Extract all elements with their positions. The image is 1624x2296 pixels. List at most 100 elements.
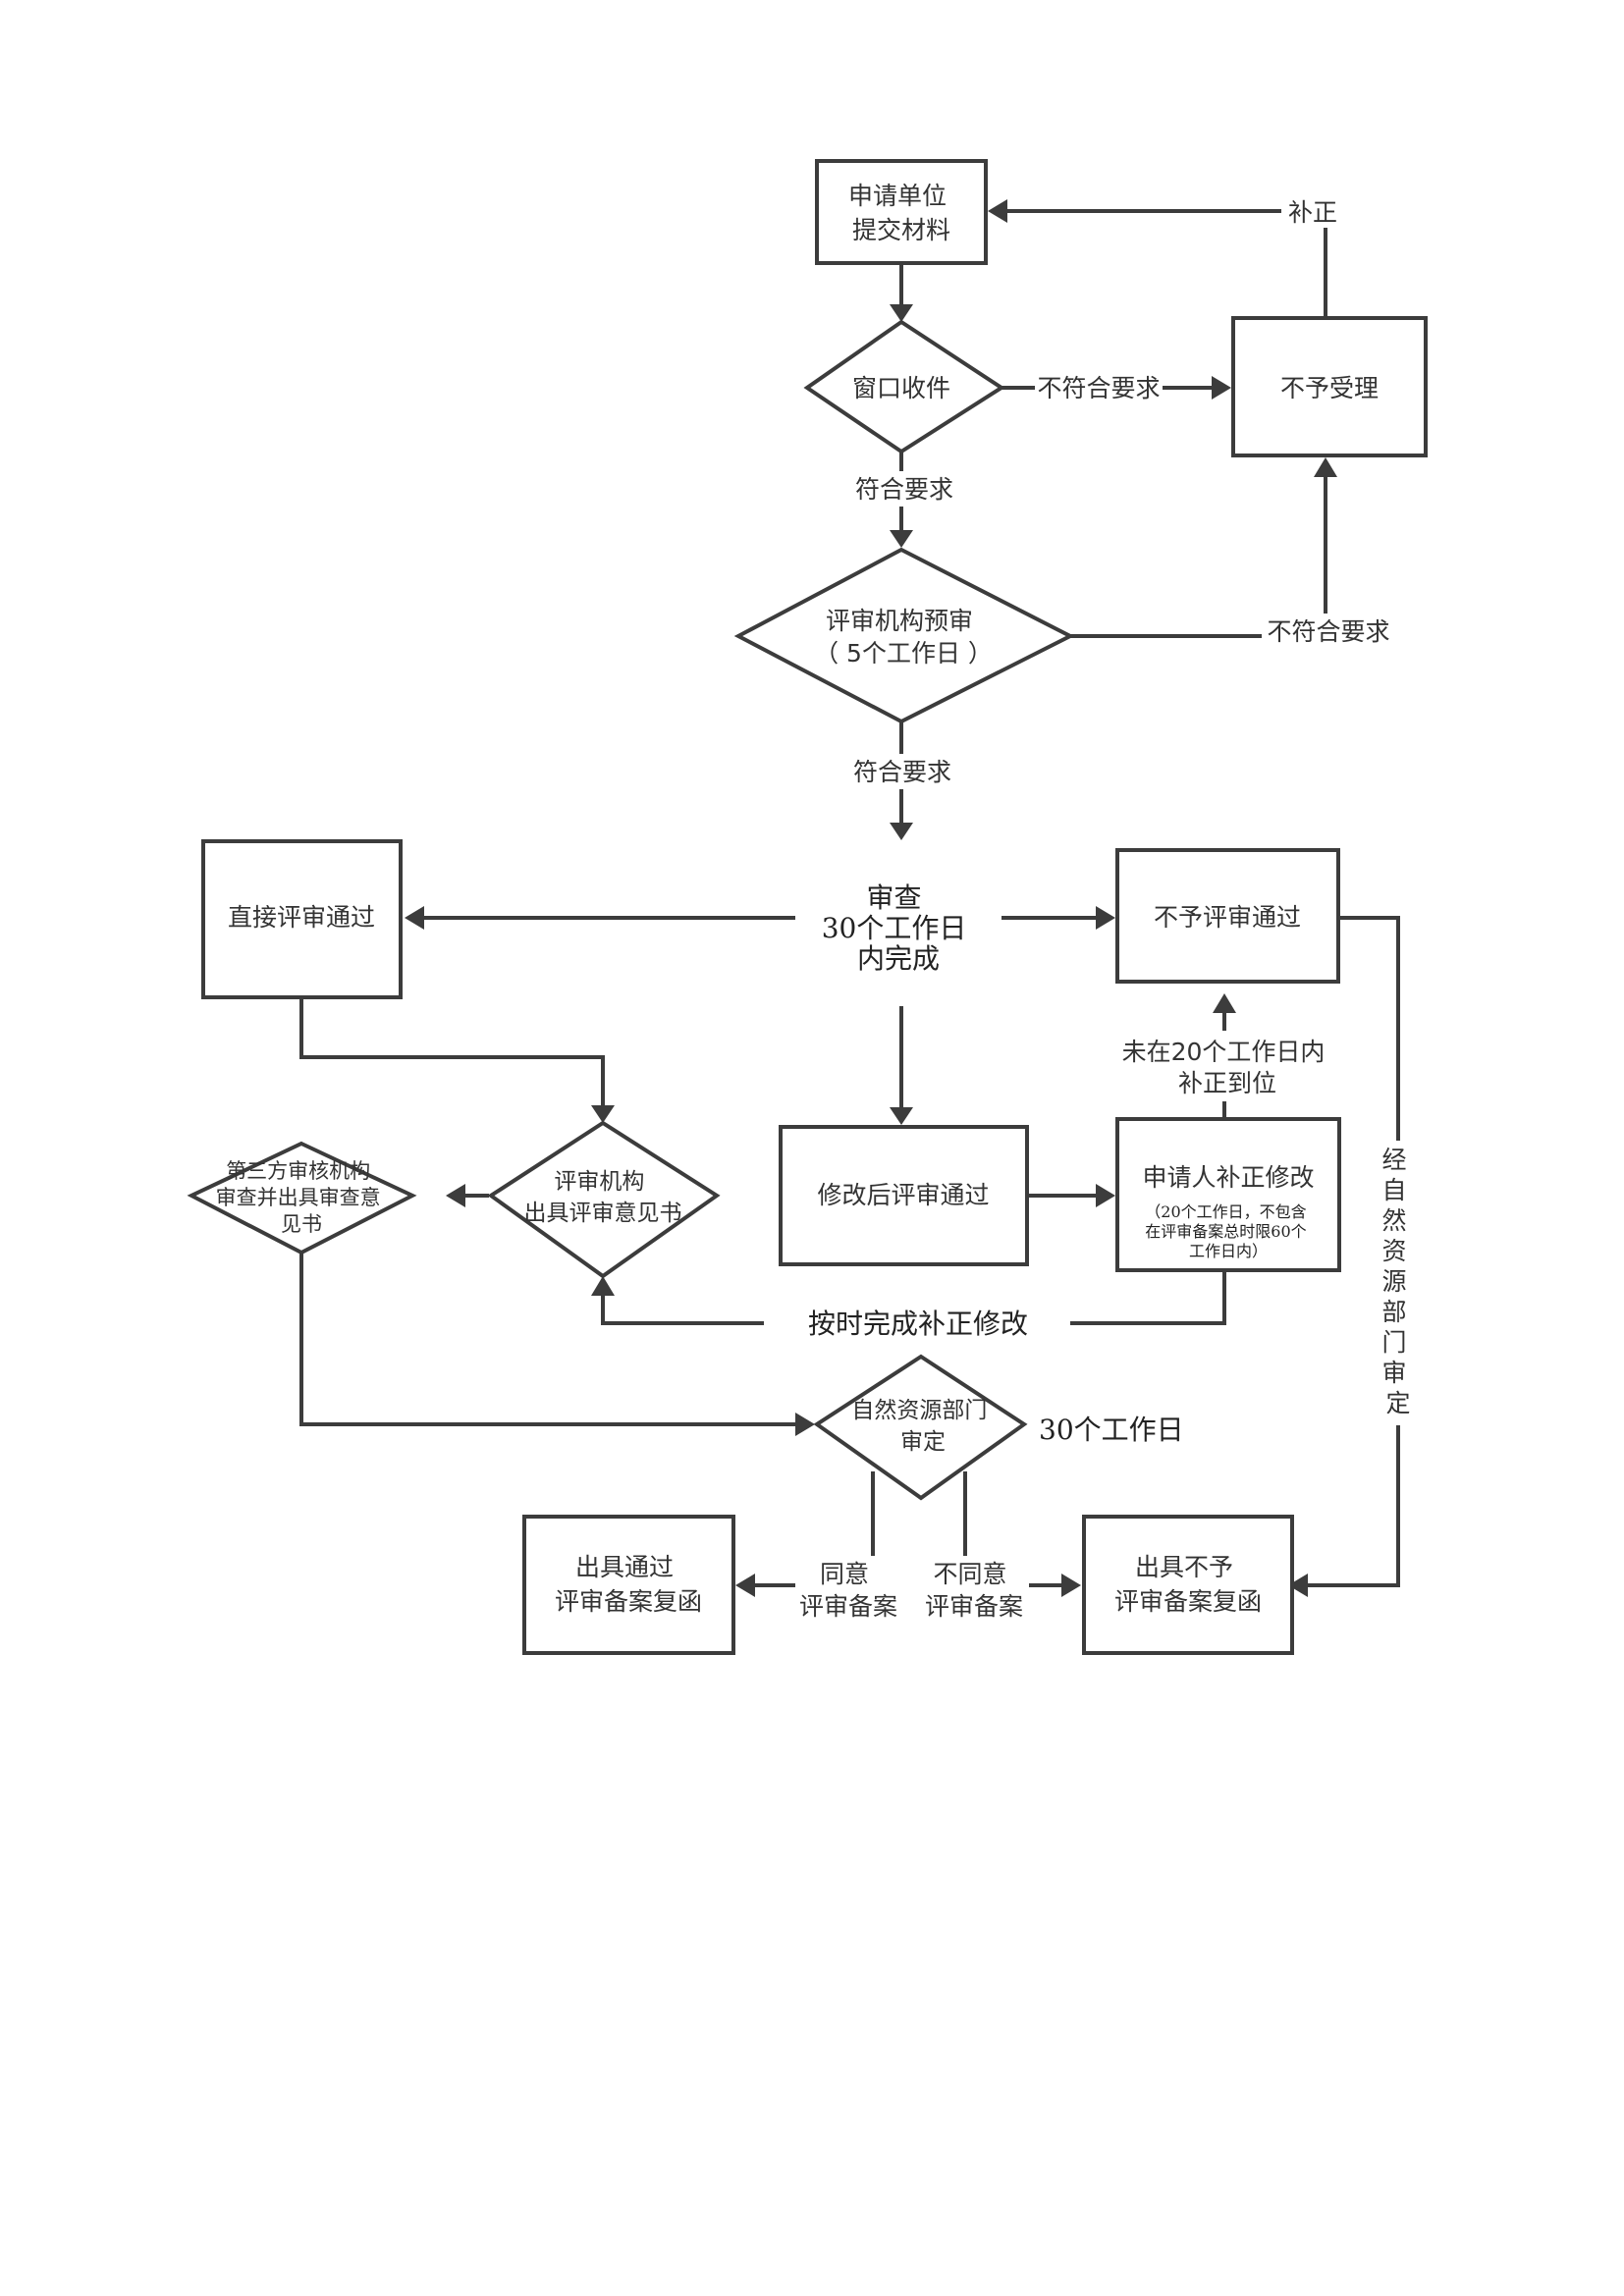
node-window-label: 窗口收件 [852,374,950,402]
edge-labels: 补正 不符合要求 符合要求 不符合要求 符合要求 未在20个工作日内 补正到位 … [764,194,1416,1625]
node-applicant-fix-label: 申请人补正修改 [1142,1163,1314,1192]
node-dept-decide [813,1354,1028,1501]
node-issue-fail [1082,1515,1294,1655]
label-correction: 补正 [1288,198,1337,227]
node-issue-pass [522,1515,735,1655]
node-submit [815,159,988,265]
node-prereview-label: 评审机构预审 （ 5个工作日 ） [814,607,993,667]
edge-direct-agency [299,997,605,1107]
label-not-meet-2: 不符合要求 [1267,617,1389,646]
node-third-party-line1: 第三方审核机构 [226,1159,370,1183]
node-no-pass-label: 不予评审通过 [1154,903,1301,932]
node-issue-fail-line2: 评审备案复函 [1114,1587,1262,1616]
node-direct-pass [201,839,403,999]
arrowhead [1096,906,1115,930]
node-review-bg [797,874,1000,982]
node-window [803,319,1005,454]
label-dept-vertical-char5: 源 [1382,1267,1407,1296]
node-dept-decide-line1: 自然资源部门 [851,1398,987,1423]
node-agency-opinion-line1: 评审机构 [554,1169,644,1195]
node-modified-pass [779,1125,1029,1266]
arrowhead [1288,1574,1308,1597]
label-not-meet-2-bg [1262,614,1397,649]
label-dept-vertical-char3: 然 [1382,1206,1407,1235]
arrowhead [591,1105,615,1123]
label-dept-vertical-bg [1380,1141,1416,1425]
node-review-line1: 审查 [867,881,922,914]
label-thirty-days: 30个工作日 [1039,1414,1184,1446]
node-review-line2: 30个工作日 [822,912,967,944]
arrowhead [890,823,913,840]
label-dept-vertical-char1: 经 [1382,1146,1407,1174]
node-direct-pass-label: 直接评审通过 [228,903,375,932]
node-dept-decide-line2: 审定 [900,1429,946,1455]
node-issue-pass-line2: 评审备案复函 [555,1587,702,1616]
label-not-meet-1: 不符合要求 [1037,374,1160,402]
node-dept-decide-label: 自然资源部门 审定 [851,1398,994,1455]
edge-prereview-reject [1070,475,1327,638]
label-fixed-on-time-bg [764,1304,1070,1343]
label-dept-vertical-char9: 定 [1385,1389,1410,1417]
label-meet-2: 符合要求 [853,758,951,786]
label-dept-vertical-char4: 资 [1382,1237,1407,1265]
label-meet-1: 符合要求 [855,475,953,504]
label-agree: 同意 评审备案 [799,1560,897,1621]
arrowhead [890,530,913,548]
node-modified-pass-label: 修改后评审通过 [817,1181,989,1209]
label-agree-line2: 评审备案 [799,1592,897,1621]
arrowhead [795,1413,815,1436]
label-fixed-on-time: 按时完成补正修改 [808,1308,1028,1340]
label-disagree-line1: 不同意 [934,1560,1007,1588]
node-agency-opinion-label: 评审机构 出具评审意见书 [524,1169,682,1226]
label-disagree-line2: 评审备案 [925,1592,1023,1621]
node-agency-opinion [487,1120,721,1279]
edge-correction [1005,209,1327,318]
node-submit-label: 申请单位 提交材料 [848,182,954,244]
label-not-fixed-line1: 未在20个工作日内 [1122,1038,1326,1066]
node-reject-accept-label: 不予受理 [1280,374,1379,402]
arrowhead [1314,457,1337,477]
arrowhead [405,906,424,930]
node-prereview-line1: 评审机构预审 [826,607,973,635]
arrowhead [988,199,1007,223]
node-submit-line1: 申请单位 [848,182,947,210]
label-dept-vertical-char2: 自 [1382,1176,1407,1204]
node-issue-pass-line1: 出具通过 [575,1553,674,1581]
arrowhead [890,304,913,322]
node-third-party-line3: 见书 [281,1212,322,1236]
node-applicant-fix-note-line3: 工作日内） [1189,1242,1268,1260]
arrowhead [446,1184,465,1207]
node-issue-fail-label: 出具不予 评审备案复函 [1114,1553,1262,1616]
label-meet-1-bg [852,471,956,507]
node-issue-pass-label: 出具通过 评审备案复函 [555,1553,702,1616]
label-not-fixed: 未在20个工作日内 补正到位 [1122,1038,1333,1097]
node-applicant-fix-note-line1: （20个工作日，不包含 [1145,1202,1306,1221]
arrowhead [735,1574,755,1597]
label-meet-2-bg [848,754,956,789]
label-disagree-bg [919,1556,1029,1625]
label-not-fixed-bg [1119,1031,1335,1101]
node-applicant-fix-note-line2: 在评审备案总时限60个 [1145,1222,1306,1241]
node-prereview [733,547,1075,724]
node-prereview-line2: （ 5个工作日 ） [814,639,993,667]
nodes: 申请单位 提交材料 窗口收件 不予受理 评审机构预审 （ 5个工作日 ） 审查 … [187,159,1428,1655]
arrowhead [890,1107,913,1125]
arrowhead [591,1276,615,1296]
label-not-meet-1-bg [1035,371,1163,404]
node-reject-accept [1231,316,1428,457]
node-submit-line2: 提交材料 [852,216,950,244]
label-agree-bg [795,1556,903,1625]
label-dept-vertical-char6: 部 [1382,1298,1407,1326]
arrowhead [1212,376,1231,400]
arrowhead [1096,1184,1115,1207]
label-dept-vertical: 经 自 然 资 源 部 门 审 定 [1382,1146,1415,1417]
node-third-party-line2: 审查并出具审查意 [216,1186,381,1209]
node-review-line3: 内完成 [857,942,940,975]
node-third-party-label: 第三方审核机构 审查并出具审查意 见书 [216,1159,388,1236]
node-applicant-fix-note: （20个工作日，不包含 在评审备案总时限60个 工作日内） [1145,1202,1311,1260]
label-agree-line1: 同意 [820,1560,869,1588]
node-no-pass [1115,848,1340,984]
node-review-label: 审查 30个工作日 内完成 [822,881,976,975]
label-correction-bg [1281,194,1340,228]
